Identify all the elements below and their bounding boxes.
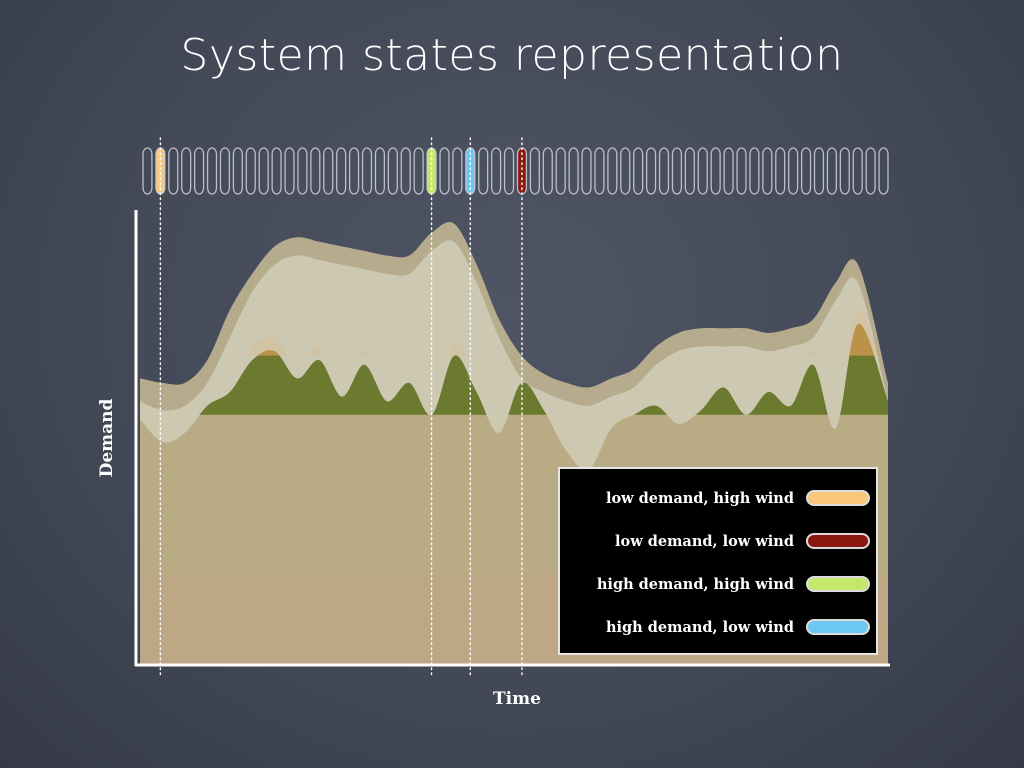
timeline-slot (323, 147, 334, 195)
timeline-slot (852, 147, 863, 195)
timeline-slot (684, 147, 695, 195)
timeline-slot (232, 147, 243, 195)
x-axis-label: Time (493, 689, 541, 709)
timeline-slot (839, 147, 850, 195)
timeline-slot (400, 147, 411, 195)
timeline-slot (206, 147, 218, 195)
timeline-slot (361, 147, 373, 195)
timeline-slot (633, 147, 644, 195)
timeline-slot (310, 147, 321, 195)
timeline-slot (142, 147, 153, 195)
legend: low demand, high wind low demand, low wi… (558, 467, 878, 655)
timeline-slot (284, 147, 295, 195)
legend-item-high-demand-high-wind: high demand, high wind (560, 572, 870, 596)
timeline-slot (800, 147, 812, 195)
timeline-slot (219, 147, 231, 195)
timeline-slot (374, 147, 386, 195)
timeline-slot (568, 147, 579, 195)
timeline-slot (697, 147, 708, 195)
timeline-slot (413, 147, 424, 195)
timeline-slot (775, 147, 786, 195)
legend-item-low-demand-high-wind: low demand, high wind (560, 486, 870, 510)
timeline-slot (671, 147, 683, 195)
timeline-slot (478, 147, 489, 195)
timeline-slot (348, 147, 360, 195)
guides-layer (159, 137, 523, 677)
timeline-slot (181, 147, 192, 195)
timeline-slot (297, 147, 308, 195)
timeline-slot (439, 147, 450, 195)
timeline-slot (645, 147, 657, 195)
timeline-slot (503, 147, 515, 195)
legend-item-low-demand-low-wind: low demand, low wind (560, 529, 870, 553)
legend-label: low demand, low wind (615, 532, 794, 550)
timeline-slot (168, 147, 179, 195)
legend-swatch (806, 490, 870, 506)
timeline-slot (491, 147, 502, 195)
timeline-slot (749, 147, 760, 195)
legend-label: high demand, low wind (605, 618, 794, 636)
demand-lower-ribbon (140, 240, 888, 471)
timeline-slot (788, 147, 799, 195)
y-axis-label: Demand (97, 398, 117, 477)
timeline-slot (194, 147, 205, 195)
timeline-slot (387, 147, 398, 195)
timeline-slot (336, 147, 347, 195)
wind-generation-area (199, 323, 888, 415)
timeline-slot (607, 147, 618, 195)
legend-swatch (806, 533, 870, 549)
timeline-slot (555, 147, 566, 195)
timeline-slot (529, 147, 540, 195)
timeline-slot (813, 147, 825, 195)
legend-label: high demand, high wind (596, 575, 794, 593)
timeline-slot (878, 147, 889, 195)
timeline-slot (826, 147, 837, 195)
timeline-slot (762, 147, 773, 195)
timeline-slot (736, 147, 747, 195)
timeline-slot (658, 147, 670, 195)
timeline-slot (452, 147, 463, 195)
legend-label: low demand, high wind (605, 489, 794, 507)
timeline-slot (865, 147, 876, 195)
timeline-slot (723, 147, 734, 195)
timeline-slot (542, 147, 553, 195)
timeline-slot (258, 147, 269, 195)
timeline-slot (594, 147, 605, 195)
timeline-slot (620, 147, 631, 195)
slide-title: System states representation (180, 30, 844, 81)
legend-swatch (806, 619, 870, 635)
timeline-slot (581, 147, 592, 195)
timeline-slot (710, 147, 721, 195)
timeline-layer (142, 147, 889, 195)
timeline-slot (271, 147, 282, 195)
timeline-slot (245, 147, 256, 195)
legend-swatch (806, 576, 870, 592)
legend-item-high-demand-low-wind: high demand, low wind (560, 615, 870, 639)
